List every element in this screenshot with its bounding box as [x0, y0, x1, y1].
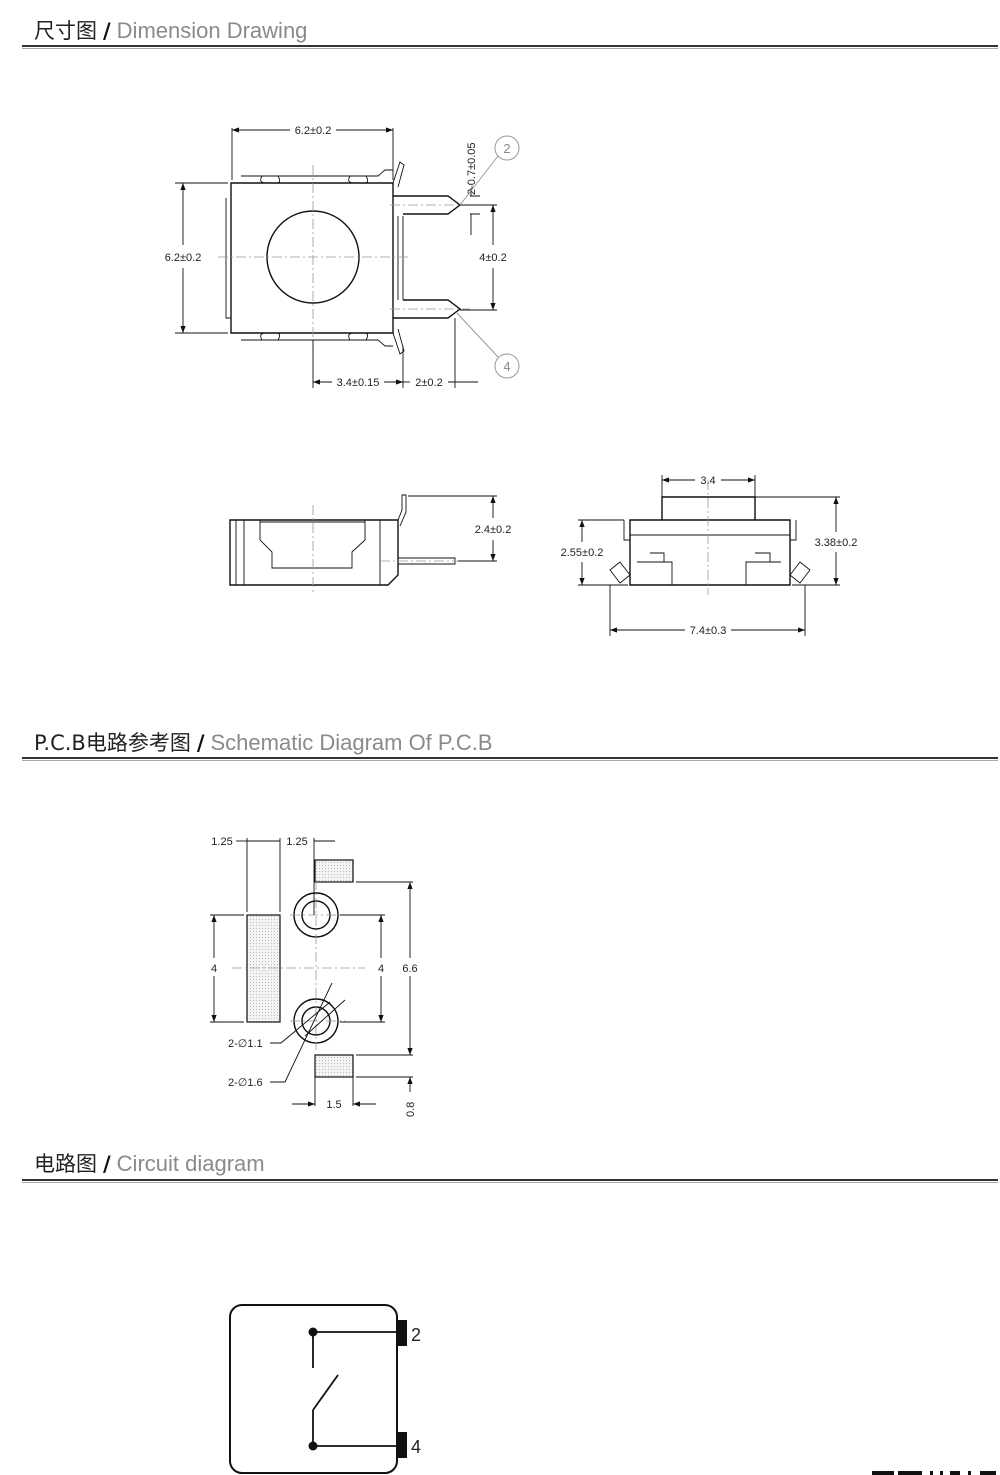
heading-en: Dimension Drawing	[116, 18, 308, 43]
front-view-drawing: 3.4 2.55±0.2 3.38±0.2 7.4±0.3	[559, 475, 859, 637]
heading-zh: P.C.B电路参考图	[34, 731, 191, 755]
pcb-hole-small: 2-∅1.1	[228, 1038, 263, 1050]
top-view-drawing: 6.2±0.2 6.2±0.2 4±0.2 2-0.7±0.05 2 4 3.4…	[163, 125, 520, 389]
heading-zh: 电路图	[34, 1152, 97, 1176]
dim-cap-width: 3.4	[700, 475, 715, 487]
section-divider	[22, 1179, 998, 1183]
heading-en: Circuit diagram	[116, 1151, 265, 1176]
pcb-dim-right-height: 4	[378, 963, 384, 975]
dim-body-height: 2.55±0.2	[561, 547, 604, 559]
dim-offset-b: 2±0.2	[415, 377, 442, 389]
pcb-dim-w2: 1.25	[286, 836, 307, 848]
circuit-pin-4: 4	[411, 1437, 421, 1457]
section-divider	[22, 45, 998, 49]
pcb-dim-pad-width: 1.5	[326, 1099, 341, 1111]
section-divider	[22, 757, 998, 761]
pcb-dim-total-height: 6.6	[402, 963, 417, 975]
heading-zh: 尺寸图	[34, 19, 97, 43]
pcb-dim-pad-height: 0.8	[405, 1102, 417, 1117]
dim-top-height: 6.2±0.2	[165, 252, 202, 264]
pcb-footprint-drawing: 1.25 1.25 4 4 6.6 0.8 2-∅1.1 2-∅1.6 1.5	[210, 836, 418, 1117]
pcb-dim-w1: 1.25	[211, 836, 232, 848]
section-header-dimension: 尺寸图/Dimension Drawing	[34, 15, 307, 45]
footer-mark	[872, 1471, 996, 1475]
pcb-dim-left-height: 4	[211, 963, 217, 975]
dim-side-height: 2.4±0.2	[475, 524, 512, 536]
pcb-hole-large: 2-∅1.6	[228, 1077, 263, 1089]
dim-offset-a: 3.4±0.15	[337, 377, 380, 389]
section-header-pcb: P.C.B电路参考图/Schematic Diagram Of P.C.B	[34, 727, 493, 757]
dim-total-width: 7.4±0.3	[690, 625, 727, 637]
dim-pin-pitch: 4±0.2	[479, 252, 506, 264]
section-header-circuit: 电路图/Circuit diagram	[34, 1148, 265, 1178]
heading-separator: /	[196, 731, 205, 755]
callout-pin-4: 4	[503, 359, 510, 374]
side-view-drawing: 2.4±0.2	[229, 494, 512, 595]
heading-separator: /	[103, 19, 111, 43]
dim-pin-width: 2-0.7±0.05	[466, 142, 478, 195]
heading-en: Schematic Diagram Of P.C.B	[210, 730, 493, 755]
callout-pin-2: 2	[503, 141, 510, 156]
circuit-diagram: 2 4	[229, 1304, 421, 1474]
dim-top-width: 6.2±0.2	[295, 125, 332, 137]
circuit-pin-2: 2	[411, 1325, 421, 1345]
dim-total-height: 3.38±0.2	[815, 537, 858, 549]
heading-separator: /	[103, 1152, 111, 1176]
